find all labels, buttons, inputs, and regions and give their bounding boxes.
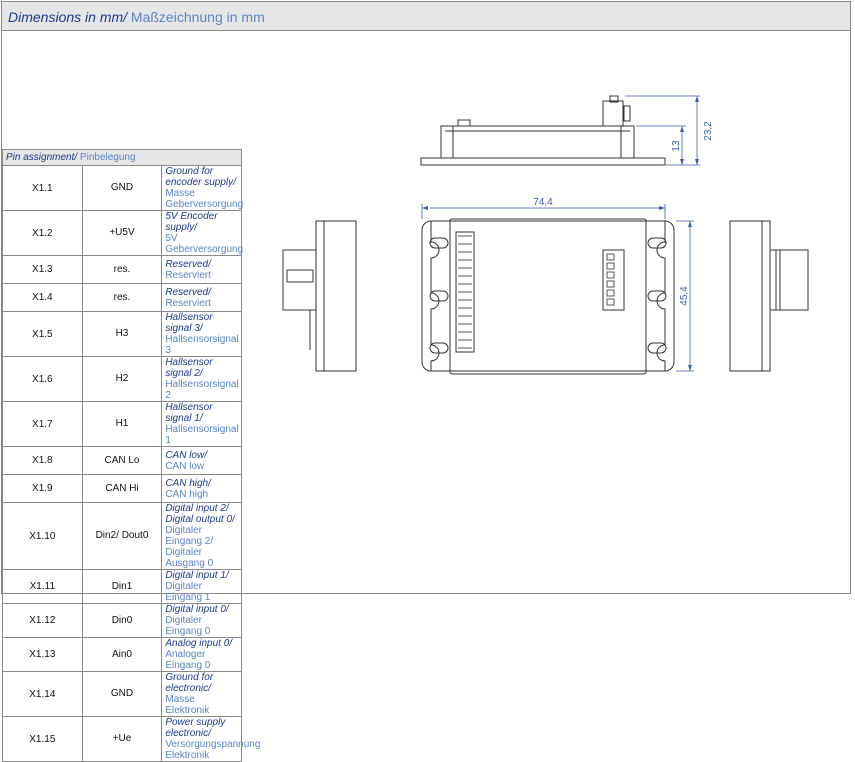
description-de: Hallsensorsignal 2 [165,379,239,401]
pin-description: Digital input 0/Digitaler Eingang 0 [161,603,242,638]
pin-id: X1.5 [2,311,83,357]
pin-description: Ground for encoder supply/Masse Geberver… [161,165,244,211]
description-de: Hallsensorsignal 3 [165,334,239,356]
description-en: Power supply electronic/ [165,717,226,739]
description-de: Versorgungspannung Elektronik [165,739,261,761]
pin-id: X1.15 [2,716,83,762]
description-de: Masse Elektronik [165,694,210,716]
description-en: Hallsensor signal 1/ [165,402,213,424]
pin-description: Power supply electronic/Versorgungspannu… [161,716,260,762]
description-de: Masse Geberversorgung [165,188,244,210]
description-en: Reserved/ [165,286,211,298]
description-de: Reserviert [165,297,211,309]
pin-description: 5V Encoder supply/5V Geberversorgung [161,210,244,256]
pin-description: CAN low/CAN low [161,446,242,475]
description-en: Analog input 0/ [165,638,233,649]
height-body-label: 13 [671,140,682,152]
description-en: 5V Encoder supply/ [165,211,218,233]
height-total-label: 23,2 [703,121,714,141]
description-de: CAN low [165,460,205,472]
connector-pin [606,262,615,270]
pin-signal: Din0 [81,603,163,638]
description-de: 5V Geberversorgung [165,233,244,255]
top-view [421,218,675,375]
connector-pin [606,280,615,288]
pin-signal: H2 [81,356,163,402]
depth-dimension-label: 45,4 [679,286,690,306]
description-de: Digitaler Eingang 2/ Digitaler Ausgang 0 [165,525,214,569]
connector-pin [606,253,615,261]
pin-signal: +Ue [81,716,163,762]
pin-signal: +U5V [81,210,163,256]
connector-pins-left [458,235,472,349]
description-en: CAN high/ [165,477,211,489]
pin-signal: H3 [81,311,163,357]
connector-pin [606,289,615,297]
drawing-frame: Dimensions in mm/ Maßzeichnung in mm [1,1,851,594]
description-en: Hallsensor signal 3/ [165,312,213,334]
pin-id: X1.2 [2,210,83,256]
description-en: Ground for encoder supply/ [165,166,236,188]
description-en: Digital input 1/ [165,570,229,581]
right-end-view [729,220,809,372]
pin-signal: GND [81,165,163,211]
description-de: Digitaler Eingang 0 [165,615,211,637]
pin-description: Hallsensor signal 3/Hallsensorsignal 3 [161,311,242,357]
dimension-labels: 74,4 45,4 23,2 13 [533,121,714,306]
description-en: Digital input 2/ Digital output 0/ [165,503,235,525]
technical-drawing: 74,4 45,4 23,2 13 [282,95,809,375]
connector-pin [606,271,615,279]
description-en: Digital input 0/ [165,604,229,615]
pin-description: Hallsensor signal 1/Hallsensorsignal 1 [161,401,242,447]
pin-description: Reserved/Reserviert [161,283,242,312]
pin-signal: GND [81,671,163,717]
dimension-arrows [422,96,699,371]
side-view [420,95,666,166]
description-de: Analoger Eingang 0 [165,649,211,671]
pin-description: Analog input 0/Analoger Eingang 0 [161,637,242,672]
description-en: Ground for electronic/ [165,672,214,694]
pin-description: Reserved/Reserviert [161,255,242,284]
pin-description: Digital input 2/ Digital output 0/Digita… [161,502,242,570]
description-de: Hallsensorsignal 1 [165,424,239,446]
description-de: CAN high [165,488,209,500]
pin-id: X1.12 [2,603,83,638]
pin-id: X1.13 [2,637,83,672]
page-header: Dimensions in mm/ Maßzeichnung in mm [2,2,850,31]
pin-id: X1.6 [2,356,83,402]
pin-table-header: Pin assignment/ Pinbelegung [2,149,242,166]
pin-description: Ground for electronic/Masse Elektronik [161,671,242,717]
left-end-view [282,220,357,372]
pin-signal: Ain0 [81,637,163,672]
description-en: Hallsensor signal 2/ [165,357,213,379]
page-title: Dimensions in mm/ Maßzeichnung in mm [8,9,265,25]
width-dimension-label: 74,4 [533,197,553,208]
connector-pins-right [606,253,615,306]
dimension-lines [421,95,700,372]
pin-id: X1.14 [2,671,83,717]
description-en: Reserved/ [165,258,211,270]
connector-pin [606,298,615,306]
description-en: CAN low/ [165,449,207,461]
description-de: Reserviert [165,269,211,281]
